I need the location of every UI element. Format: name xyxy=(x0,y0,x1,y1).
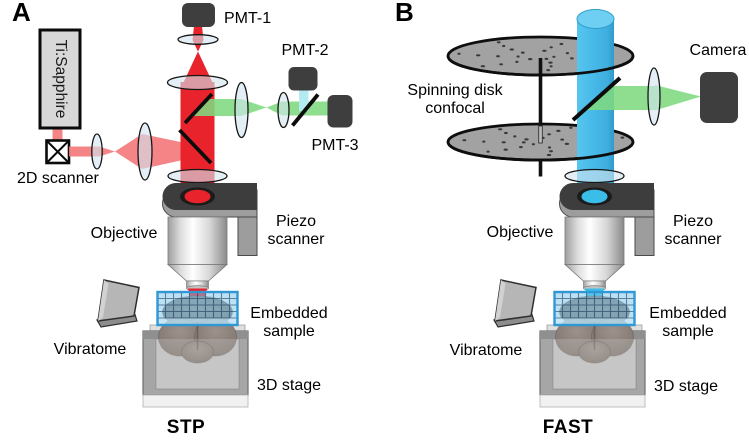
stage-b-label: 3D stage xyxy=(653,378,719,395)
camera-lens-icon xyxy=(647,67,661,126)
panel-b-letter: B xyxy=(395,0,414,27)
laser-output-beam xyxy=(52,126,63,143)
dichroic-mirror-upper xyxy=(183,92,214,125)
green-lens2-icon xyxy=(277,91,290,129)
collection-lens-icon xyxy=(166,74,229,91)
disk-hub-pin xyxy=(538,125,543,144)
stage-a-label: 3D stage xyxy=(256,377,322,394)
green-lens1-icon xyxy=(234,81,249,139)
pmt1-lens-icon xyxy=(177,34,219,45)
vibratome-b-label: Vibratome xyxy=(449,342,523,359)
stp-title: STP xyxy=(166,417,206,438)
piezo-b-label: Piezo scanner xyxy=(664,213,722,248)
objective-piezo-b xyxy=(558,168,655,313)
dichroic-mirror-pmt xyxy=(291,93,320,127)
objective-a-label: Objective xyxy=(90,225,158,242)
vibratome-a-label: Vibratome xyxy=(53,341,127,358)
fast-title: FAST xyxy=(542,417,594,438)
pmt3-box xyxy=(327,95,353,128)
piezo-a-label: Piezo scanner xyxy=(267,213,325,248)
pmt1-label: PMT-1 xyxy=(224,10,272,27)
2d-scanner-box xyxy=(45,139,71,165)
tube-lens-icon xyxy=(137,122,153,181)
ti-sapphire-label: Ti:Sapphire xyxy=(51,39,69,119)
disk-top-front-edge xyxy=(446,55,635,77)
scan-lens-icon xyxy=(91,133,103,170)
pinhole-dots-bottom xyxy=(462,126,625,157)
objective-b-label: Objective xyxy=(486,224,554,241)
ti-sapphire-laser-box xyxy=(38,28,82,130)
excitation-beam xyxy=(69,134,181,169)
spinning-disk-label: Spinning disk confocal xyxy=(407,82,503,117)
disk-bottom-front-edge xyxy=(446,141,635,162)
panel-a-letter: A xyxy=(12,0,31,27)
dichroic-mirror-lower xyxy=(178,128,213,165)
dichroic-mirror-camera xyxy=(571,76,622,122)
pmt3-label: PMT-3 xyxy=(311,137,359,154)
camera-box xyxy=(700,72,738,123)
pmt1-box xyxy=(182,3,215,27)
pmt2-box xyxy=(288,67,318,91)
pmt2-label: PMT-2 xyxy=(281,42,329,59)
objective-piezo-a xyxy=(161,168,258,313)
panel-b-fast xyxy=(446,9,738,409)
2d-scanner-label: 2D scanner xyxy=(17,170,99,187)
embedded-b-label: Embedded sample xyxy=(649,305,727,340)
camera-label: Camera xyxy=(689,42,747,59)
camera-beam xyxy=(584,85,701,111)
panel-a-stp xyxy=(38,3,353,409)
embedded-a-label: Embedded sample xyxy=(250,305,328,340)
